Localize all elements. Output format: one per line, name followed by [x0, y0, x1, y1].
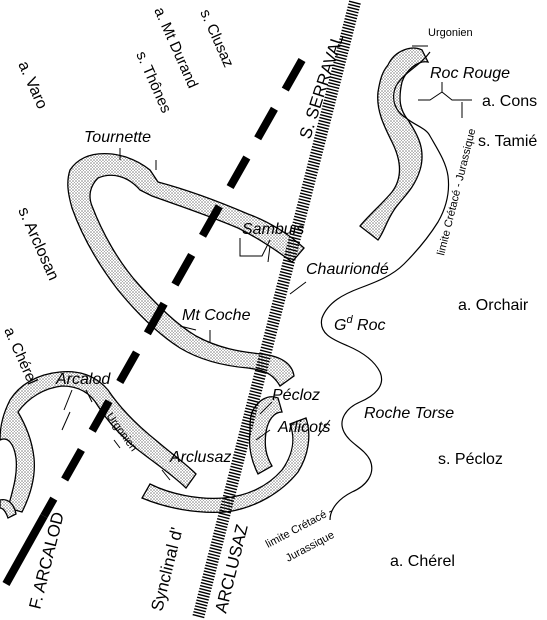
urgonien-band-lower-left — [0, 370, 197, 513]
label-sambuis: Sambuis — [242, 221, 304, 238]
label-chauriond: Chauriondé — [306, 261, 389, 278]
leader-lines — [61, 45, 472, 481]
label-gd-roc: Gd Roc — [334, 314, 385, 334]
arcalod-fault-solid — [2, 514, 48, 586]
label-gd-roc-rest: Roc — [353, 317, 386, 334]
label-arclusaz-syncline: ARCLUSAZ — [211, 522, 251, 615]
label-a-orchair: a. Orchair — [458, 297, 529, 314]
label-s-clusaz: s. Clusaz — [196, 7, 237, 70]
label-a-cherel-left: a. Chérel — [0, 325, 40, 388]
label-synclinal: Synclinal d' — [147, 525, 186, 613]
urgonien-band-right — [359, 47, 430, 241]
label-s-arclosan: s. Arclosan — [14, 205, 61, 283]
cretace-jurassique-boundary — [320, 51, 450, 521]
label-arlicots: Arlicots — [277, 419, 330, 436]
urgonien-band-upper-loop — [67, 152, 305, 387]
urgonien-band-left-sliver — [0, 498, 17, 519]
label-tournette: Tournette — [84, 129, 151, 146]
label-a-cons: a. Cons — [482, 93, 537, 110]
label-roche-torse: Roche Torse — [364, 405, 454, 422]
label-a-varo: a. Varo — [14, 59, 50, 112]
label-urgonien-top: Urgonien — [428, 27, 473, 39]
label-arclusaz: Arclusaz — [169, 449, 231, 466]
label-a-cherel-right: a. Chérel — [390, 553, 455, 570]
label-gd-roc-main: G — [334, 317, 346, 334]
arcalod-fault-dashed — [40, 58, 306, 518]
label-roc-rouge: Roc Rouge — [430, 65, 510, 82]
label-gd-roc-sup: d — [346, 314, 353, 326]
label-mt-coche: Mt Coche — [182, 307, 251, 324]
label-s-thones: s. Thônes — [132, 49, 174, 116]
label-f-arcalod: F. ARCALOD — [25, 510, 67, 611]
label-pecloz-peak: Pécloz — [272, 387, 320, 404]
synclinal-axis — [192, 0, 361, 620]
label-limite-upper: limite Crétacé - Jurassique — [435, 127, 478, 256]
label-s-tamie: s. Tamié — [478, 133, 537, 150]
label-arcalod: Arcalod — [55, 371, 111, 388]
label-s-pecloz: s. Pécloz — [438, 451, 503, 468]
